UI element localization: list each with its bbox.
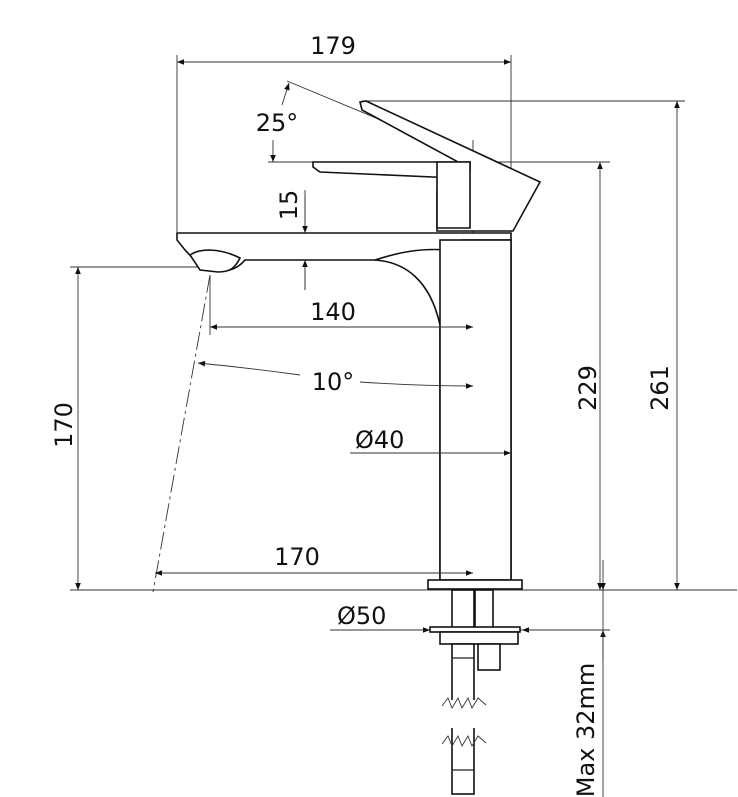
dim-body-height: 229 [574, 365, 602, 411]
dimension-lines [75, 59, 680, 797]
dim-overall-height: 261 [646, 365, 674, 411]
dim-outlet-height: 170 [50, 402, 78, 448]
extension-lines [70, 55, 737, 631]
dim-spout-reach: 140 [310, 298, 356, 326]
dim-max-bench-thickness: Max 32mm [572, 663, 600, 797]
dim-flow-reach: 170 [274, 543, 320, 571]
break-line-bottom [441, 734, 487, 748]
dim-lever-angle: 25° [256, 109, 299, 137]
dim-spout-thickness: 15 [275, 190, 303, 221]
dim-spout-angle: 10° [312, 368, 355, 396]
faucet-body [176, 100, 542, 795]
dim-base-diameter: Ø50 [337, 602, 386, 630]
break-line-top [441, 696, 487, 710]
dim-body-diameter: Ø40 [355, 426, 404, 454]
dim-overall-width: 179 [310, 32, 356, 60]
